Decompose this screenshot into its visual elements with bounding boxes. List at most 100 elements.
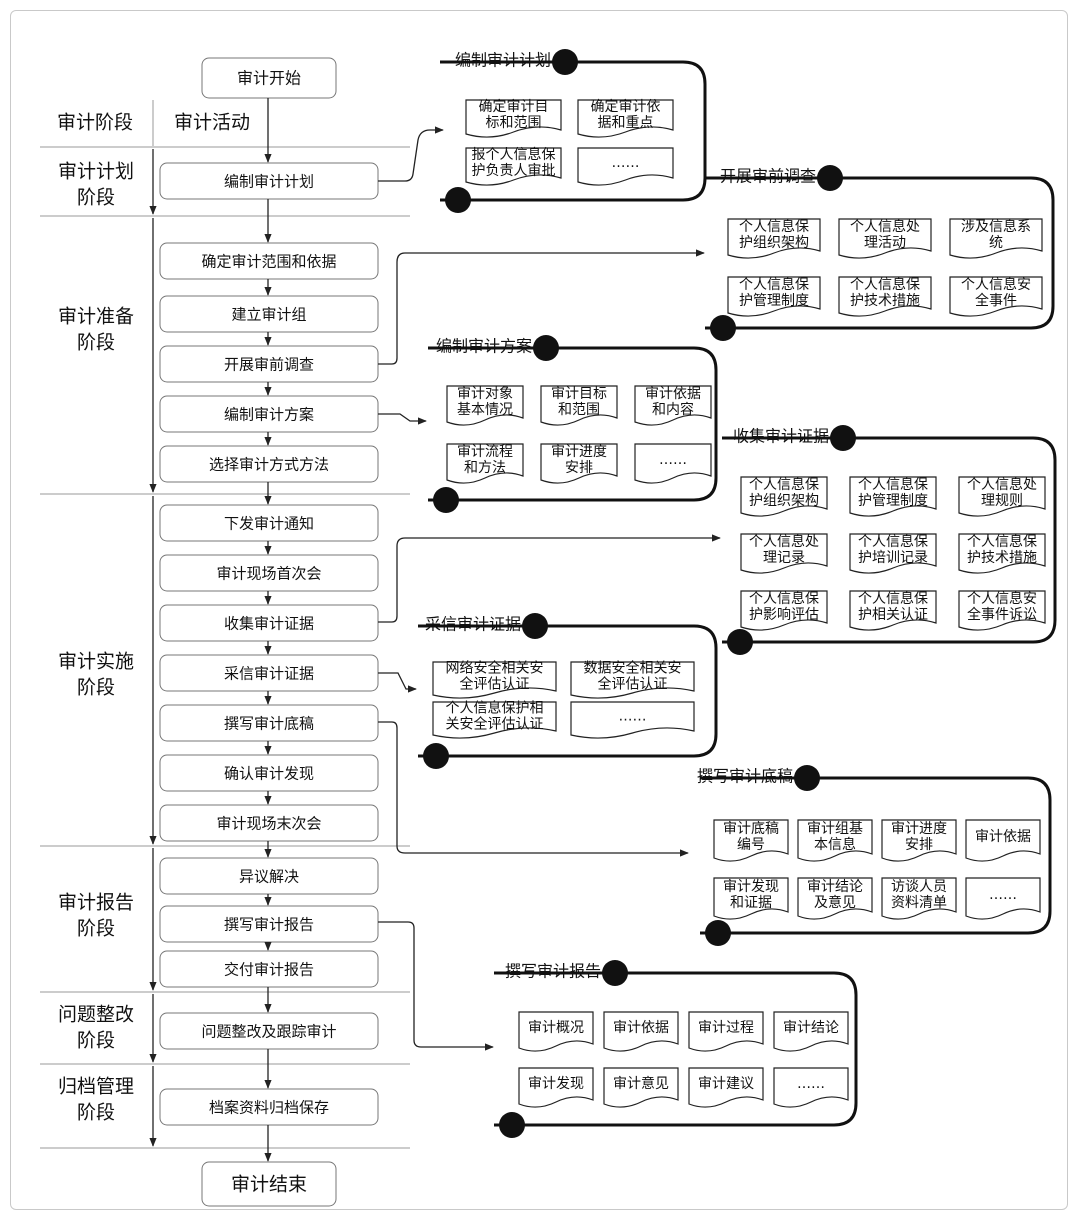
item-text: 和方法 [464, 460, 506, 476]
group-dot-bottom [727, 629, 753, 655]
item-box: …… [577, 147, 674, 186]
item-text: 审计结论 [807, 879, 863, 895]
group-title: 编制审计计划 [455, 51, 551, 70]
activity-box-10: 撰写审计底稿 [159, 704, 379, 742]
item-text: 全事件 [975, 292, 1017, 309]
group-dot-top [817, 165, 843, 191]
group-title: 撰写审计底稿 [697, 767, 793, 786]
stage-label: 归档管理 [58, 1076, 134, 1098]
activity-box-6: 下发审计通知 [159, 504, 379, 542]
item-text: 审计依据 [613, 1020, 669, 1036]
item-text: …… [989, 887, 1017, 903]
item-text: 全评估认证 [460, 676, 530, 693]
stage-label: 阶段 [77, 1102, 115, 1124]
item-text: 和范围 [558, 401, 600, 418]
item-text: 护管理制度 [739, 293, 809, 309]
group-title: 收集审计证据 [733, 427, 829, 446]
start-node-label: 审计开始 [237, 69, 301, 88]
item-text: 及意见 [814, 894, 856, 911]
activity-box-7-label: 审计现场首次会 [216, 565, 321, 583]
item-text: 个人信息保 [749, 476, 819, 493]
item-text: 审计依据 [975, 829, 1031, 845]
item-box: 审计依据 [603, 1011, 679, 1052]
item-text: 护组织架构 [749, 493, 819, 509]
item-text: 和证据 [730, 895, 772, 911]
group-title: 撰写审计报告 [505, 962, 601, 981]
activity-box-15: 交付审计报告 [159, 950, 379, 988]
group-dot-top [522, 613, 548, 639]
item-text: 个人信息安 [961, 276, 1031, 293]
item-text: 审计概况 [528, 1020, 584, 1036]
group-dot-bottom [423, 743, 449, 769]
item-text: 审计底稿 [723, 821, 779, 837]
item-text: 个人信息处 [967, 476, 1037, 493]
activity-box-17: 档案资料归档保存 [159, 1088, 379, 1126]
activity-box-11-label: 确认审计发现 [224, 765, 314, 783]
end-node-label: 审计结束 [231, 1174, 307, 1196]
connector-report [378, 921, 494, 1051]
item-text: 个人信息处 [749, 533, 819, 550]
item-box: 审计结论 [773, 1011, 849, 1052]
group-panel-3: 收集审计证据 [722, 425, 1057, 655]
item-text: 关安全评估认证 [446, 716, 544, 733]
item-text: 本信息 [814, 836, 856, 853]
item-text: 理记录 [763, 550, 805, 566]
item-text: 网络安全相关安 [446, 660, 544, 677]
activity-box-2: 建立审计组 [159, 295, 379, 333]
item-text: 安排 [905, 837, 933, 853]
group-panel-0: 编制审计计划 [440, 49, 707, 213]
activity-box-16: 问题整改及跟踪审计 [159, 1012, 379, 1050]
item-text: 个人信息保 [739, 276, 809, 293]
activity-box-8-label: 收集审计证据 [224, 615, 314, 633]
activity-header: 审计活动 [174, 112, 250, 134]
item-text: 全事件诉讼 [967, 606, 1037, 623]
activity-box-2-label: 建立审计组 [231, 306, 306, 324]
item-box: 审计过程 [688, 1011, 764, 1052]
activity-box-10-label: 撰写审计底稿 [224, 715, 314, 733]
item-text: 护技术措施 [967, 550, 1037, 566]
stage-label: 阶段 [77, 918, 115, 940]
item-text: 个人信息保 [739, 218, 809, 235]
item-box: 审计建议 [688, 1067, 764, 1108]
activity-box-14: 撰写审计报告 [159, 905, 379, 943]
connector-adopt [378, 672, 417, 693]
item-box: 审计概况 [518, 1011, 594, 1052]
item-box: 审计依据 [965, 819, 1041, 862]
activity-box-8: 收集审计证据 [159, 604, 379, 642]
item-box: …… [634, 443, 712, 484]
item-text: 据和重点 [598, 115, 654, 131]
item-text: 护组织架构 [739, 235, 809, 251]
stage-label: 阶段 [77, 332, 115, 354]
activity-box-3: 开展审前调查 [159, 345, 379, 383]
group-dot-top [533, 335, 559, 361]
activity-box-14-label: 撰写审计报告 [224, 916, 314, 934]
activity-box-5-label: 选择审计方式方法 [209, 456, 329, 474]
item-text: 个人信息保 [858, 590, 928, 607]
activity-box-9-label: 采信审计证据 [224, 665, 314, 683]
item-text: 审计结论 [783, 1020, 839, 1036]
item-text: 全评估认证 [598, 676, 668, 693]
group-dot-bottom [499, 1112, 525, 1138]
item-text: 报个人信息保 [472, 146, 556, 163]
item-text: 个人信息保 [749, 590, 819, 607]
